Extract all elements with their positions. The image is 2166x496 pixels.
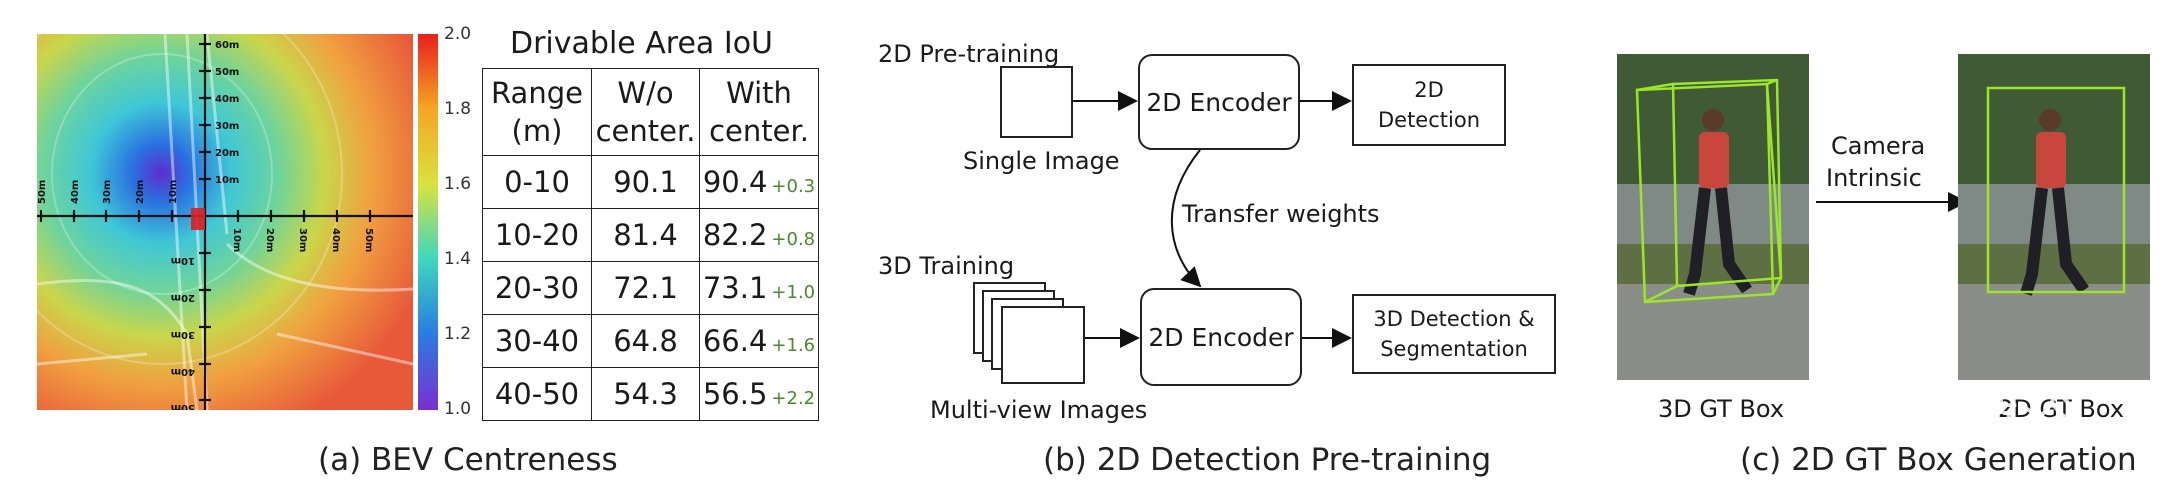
encoder-top-label: 2D Encoder	[1146, 87, 1292, 117]
axis-label-left: 10m	[168, 180, 179, 204]
cell-range: 30-40	[482, 314, 592, 368]
colorbar-tick: 1.4	[444, 249, 472, 269]
camera-intrinsic-arrow	[1816, 192, 1968, 212]
delta-value: +1.6	[771, 335, 816, 356]
axis-label-down: 20m	[171, 292, 195, 303]
multiview-label: Multi-view Images	[930, 396, 1148, 424]
photo-2d-gt-box	[1958, 54, 2150, 380]
table-row: 40-50 54.3 56.5+2.2	[482, 367, 819, 421]
cell-with: 82.2+0.8	[699, 208, 819, 262]
axis-label-up: 40m	[215, 94, 239, 105]
axis-label-down: 30m	[171, 329, 195, 340]
label-2d-gt-box: 2D GT Box	[1998, 395, 2125, 423]
header-range: Range(m)	[482, 68, 592, 156]
colorbar	[418, 34, 438, 410]
cell-range: 40-50	[482, 367, 592, 421]
pretraining-label: 2D Pre-training	[878, 40, 1060, 68]
axis-label-up: 60m	[215, 40, 239, 51]
table-row: 20-30 72.1 73.1+1.0	[482, 261, 819, 315]
axis-label-right: 10m	[231, 228, 242, 252]
caption-a: (a) BEV Centreness	[318, 442, 618, 478]
watermark-text: 知乎 @黄浴	[1786, 385, 2074, 448]
iou-table-title: Drivable Area IoU	[510, 26, 774, 61]
colorbar-tick: 1.6	[444, 174, 472, 194]
axis-label-down: 50m	[171, 402, 195, 410]
detection-segmentation-box: 3D Detection &Segmentation	[1352, 294, 1556, 374]
axis-label-right: 30m	[297, 228, 308, 252]
cell-without: 54.3	[591, 367, 700, 421]
cell-without: 90.1	[591, 155, 700, 209]
axis-label-right: 20m	[264, 228, 275, 252]
delta-value: +2.2	[771, 388, 816, 409]
axis-label-up: 20m	[215, 148, 239, 159]
single-image-box	[1000, 66, 1073, 138]
axis-label-up: 50m	[215, 67, 239, 78]
arrow-label-camera: Camera	[1831, 132, 1926, 160]
colorbar-tick: 1.2	[444, 324, 472, 344]
cell-range: 20-30	[482, 261, 592, 315]
axis-label-left: 30m	[102, 180, 113, 204]
arrow-label-intrinsic: Intrinsic	[1826, 164, 1922, 192]
colorbar-tick: 1.0	[444, 399, 472, 419]
axis-label-up: 30m	[215, 121, 239, 132]
axis-label-down: 40m	[171, 366, 195, 377]
cell-without: 72.1	[591, 261, 700, 315]
multiview-image-stack	[1001, 306, 1085, 384]
delta-value: +0.8	[771, 229, 816, 250]
axis-label-right: 40m	[330, 228, 341, 252]
table-row: 0-10 90.1 90.4+0.3	[482, 155, 819, 209]
table-row: 30-40 64.8 66.4+1.6	[482, 314, 819, 368]
axis-label-down: 10m	[171, 255, 195, 266]
caption-c: (c) 2D GT Box Generation	[1740, 442, 2137, 478]
label-3d-gt-box: 3D GT Box	[1658, 395, 1785, 423]
axis-label-up: 10m	[215, 175, 239, 186]
colorbar-tick: 1.8	[444, 99, 472, 119]
encoder-bottom-label: 2D Encoder	[1148, 322, 1294, 352]
arrow-transfer-weights	[1170, 149, 1202, 288]
cell-range: 0-10	[482, 155, 592, 209]
encoder-box-top: 2D Encoder	[1138, 54, 1300, 150]
encoder-box-bottom: 2D Encoder	[1140, 288, 1302, 386]
cell-range: 10-20	[482, 208, 592, 262]
axis-label-right: 50m	[363, 228, 374, 252]
cell-without: 81.4	[591, 208, 700, 262]
table-row: 10-20 81.4 82.2+0.8	[482, 208, 819, 262]
caption-b: (b) 2D Detection Pre-training	[1043, 442, 1492, 478]
delta-value: +1.0	[771, 282, 816, 303]
cell-with: 56.5+2.2	[699, 367, 819, 421]
cell-with: 73.1+1.0	[699, 261, 819, 315]
axis-label-left: 50m	[37, 180, 48, 204]
single-image-label: Single Image	[963, 147, 1120, 175]
colorbar-tick: 2.0	[444, 24, 472, 44]
training-label: 3D Training	[878, 252, 1015, 280]
cell-with: 66.4+1.6	[699, 314, 819, 368]
transfer-weights-label: Transfer weights	[1182, 200, 1380, 228]
axis-label-left: 40m	[70, 180, 81, 204]
cell-with: 90.4+0.3	[699, 155, 819, 209]
delta-value: +0.3	[771, 176, 816, 197]
axis-label-left: 20m	[135, 180, 146, 204]
photo-3d-gt-box	[1617, 54, 1809, 380]
bev-centreness-heatmap: 60m 50m 40m 30m 20m 10m 50m 40m 30m 20m …	[0, 0, 414, 413]
